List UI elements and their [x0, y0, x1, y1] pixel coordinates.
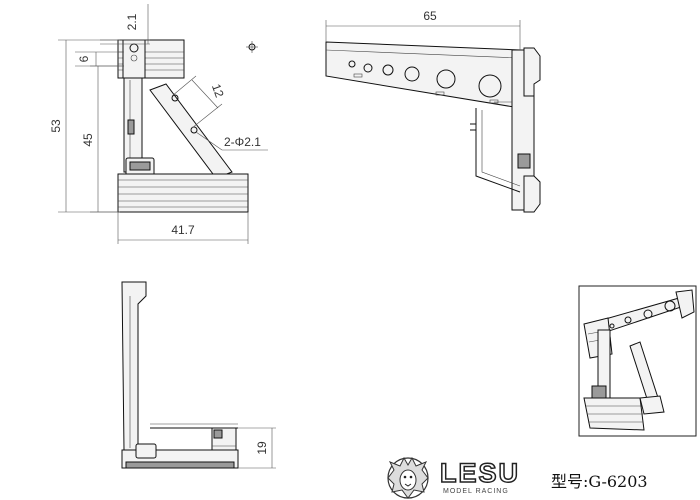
front-base-foot — [117, 173, 249, 213]
dim-6-label: 6 — [77, 55, 91, 62]
bottom-view: 19 — [121, 281, 276, 469]
dim-53-label: 53 — [49, 119, 63, 133]
brand-wordmark: LESU — [439, 457, 521, 489]
lion-logo-icon — [387, 456, 429, 499]
side-view: 65 — [325, 9, 541, 213]
dim-45-label: 45 — [81, 133, 95, 147]
dim-12-label: 12 — [209, 82, 227, 100]
dim-2-1-label: 2.1 — [125, 13, 139, 30]
dim-41-7-label: 41.7 — [171, 223, 195, 237]
dim-65-label: 65 — [423, 9, 437, 23]
dim-hole-label: 2-Φ2.1 — [224, 135, 261, 149]
isometric-preview — [578, 285, 697, 437]
side-lower-bracket — [475, 108, 521, 193]
bottom-column — [121, 281, 147, 451]
dim-19-label: 19 — [255, 441, 269, 455]
model-number-label: 型号:G-6203 — [551, 472, 648, 491]
front-view: 2.1 6 53 45 12 2-Φ2.1 41.7 — [49, 4, 268, 244]
brand-tagline: MODEL RACING — [443, 488, 509, 495]
